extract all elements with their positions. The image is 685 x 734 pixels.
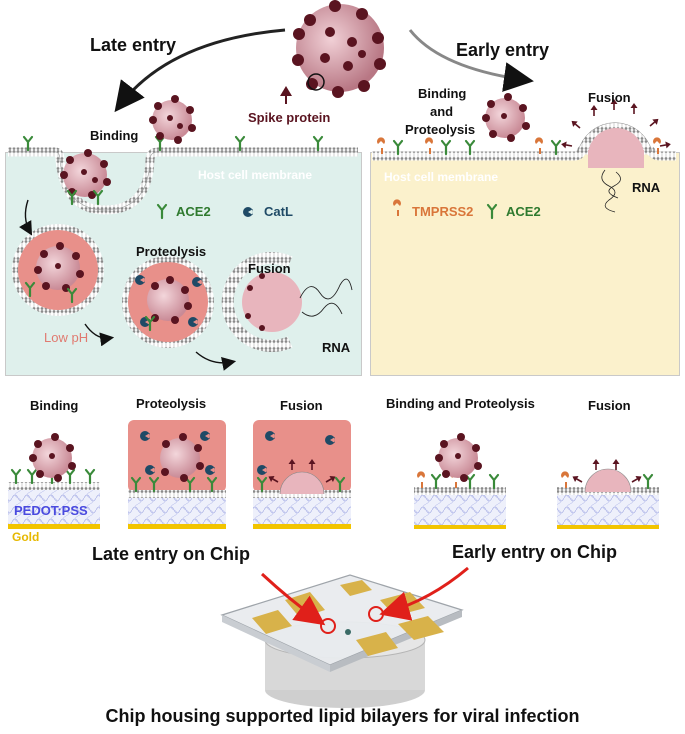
proteolysis-late-label: Proteolysis [136, 244, 207, 259]
binding-proteolysis-label-1: Binding [418, 86, 467, 101]
chip-proteolysis-label: Proteolysis [136, 396, 207, 411]
tmprss2-label: TMPRSS2 [412, 204, 474, 219]
host-membrane-left-label: Host cell membrane [198, 168, 313, 182]
binding-proteolysis-label-3: Proteolysis [405, 122, 476, 137]
host-membrane-right-label: Host cell membrane [384, 170, 499, 184]
fusion-late-label: Fusion [248, 261, 291, 276]
red-arrow-right [379, 566, 469, 621]
big-virus-icon [292, 0, 386, 98]
red-arrow-left [260, 572, 326, 626]
catl-label: CatL [264, 204, 293, 219]
rna-right-label: RNA [632, 180, 661, 195]
early-entry-panel [370, 152, 680, 376]
chip-late-binding [8, 433, 100, 529]
chip-early-fusion [557, 458, 659, 529]
endosome-low-ph [12, 224, 104, 316]
binding-virus-pocket [60, 149, 111, 206]
fusion-virus-right [559, 98, 673, 213]
ace2-left-label: ACE2 [176, 204, 211, 219]
gold-label: Gold [12, 530, 40, 544]
endosome-fusion [221, 252, 353, 352]
chip-binding-proteolysis-label: Binding and Proteolysis [386, 396, 535, 411]
late-entry-label: Late entry [90, 35, 177, 55]
low-ph-label: Low pH [44, 330, 89, 345]
late-entry-arrow [114, 28, 286, 113]
spike-protein-label: Spike protein [248, 110, 331, 125]
spike-protein-icon [280, 86, 292, 104]
rna-left-label: RNA [322, 340, 351, 355]
binding-late-label: Binding [90, 128, 139, 143]
binding-virus-right [482, 93, 530, 142]
chip-late-proteolysis [128, 420, 226, 529]
binding-proteolysis-label-2: and [430, 104, 454, 119]
chip-fusion-early-label: Fusion [588, 398, 631, 413]
binding-virus-free [149, 95, 196, 144]
endosome-proteolysis [122, 256, 214, 348]
chip-early-binding [414, 433, 506, 529]
fusion-early-label: Fusion [588, 90, 631, 105]
caption: Chip housing supported lipid bilayers fo… [105, 706, 580, 726]
chip-late-fusion [253, 420, 351, 529]
pedot-label: PEDOT:PSS [14, 503, 88, 518]
chip-binding-label: Binding [30, 398, 79, 413]
chip-fusion-late-label: Fusion [280, 398, 323, 413]
ace2-right-label: ACE2 [506, 204, 541, 219]
early-on-chip-label: Early entry on Chip [452, 542, 618, 562]
early-entry-label: Early entry [456, 40, 550, 60]
late-on-chip-label: Late entry on Chip [92, 544, 251, 564]
early-entry-arrow [408, 29, 534, 92]
